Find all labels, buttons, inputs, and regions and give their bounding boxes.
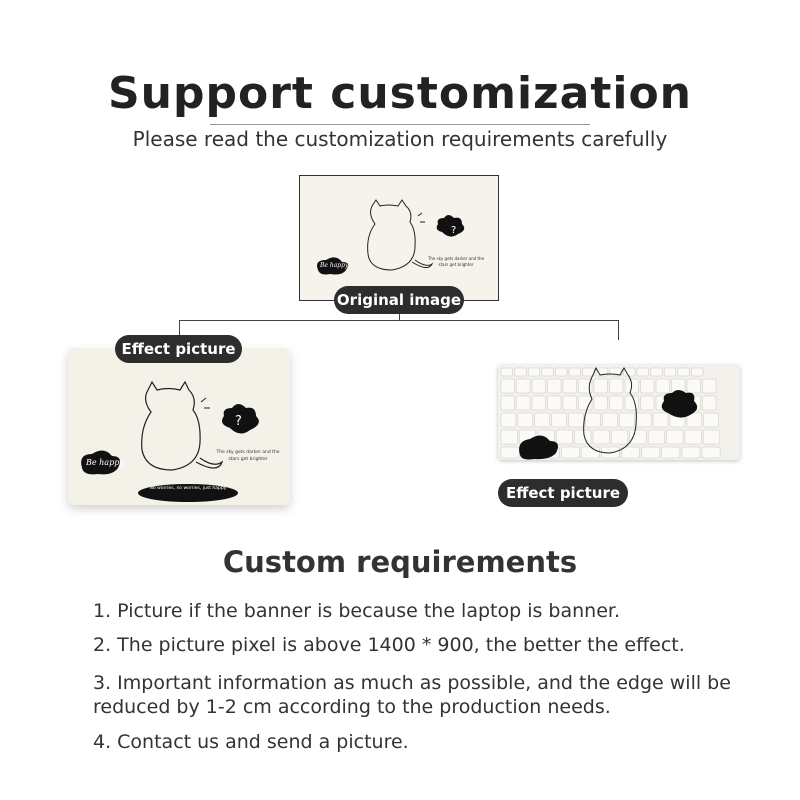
requirement-item-2: 2. The picture pixel is above 1400 * 900… bbox=[93, 634, 685, 656]
original-image-label: Original image bbox=[334, 286, 464, 314]
requirements-heading: Custom requirements bbox=[222, 545, 578, 579]
cloud-question: ? bbox=[235, 414, 242, 429]
be-happy-bubble: Be happy bbox=[86, 458, 124, 467]
title-divider bbox=[210, 124, 590, 125]
original-image: ? Be happy The sky gets darker and the s… bbox=[299, 175, 499, 301]
keyboard-keys bbox=[500, 366, 721, 460]
keyboard-effect-label: Effect picture bbox=[498, 479, 628, 507]
original-caption: The sky gets darker and the stars get br… bbox=[427, 256, 485, 267]
keyboard-effect-picture bbox=[498, 365, 740, 460]
page-title: Support customization bbox=[107, 68, 693, 119]
laptop-effect-picture: ? Be happy The sky gets darker and the s… bbox=[68, 348, 290, 505]
cat-illustration bbox=[81, 380, 259, 502]
connector-left bbox=[179, 320, 180, 338]
connector-right bbox=[618, 320, 619, 340]
cloud-question: ? bbox=[451, 225, 457, 236]
connector-center bbox=[399, 314, 400, 321]
requirement-item-1: 1. Picture if the banner is because the … bbox=[93, 600, 621, 622]
laptop-effect-label: Effect picture bbox=[115, 335, 242, 363]
requirement-item-3: 3. Important information as much as poss… bbox=[93, 672, 731, 718]
cat-illustration bbox=[317, 199, 465, 275]
banner-text: No worries, no worries, just happy bbox=[149, 486, 227, 491]
requirement-item-4: 4. Contact us and send a picture. bbox=[93, 731, 409, 753]
page-subtitle: Please read the customization requiremen… bbox=[132, 127, 668, 151]
laptop-caption: The sky gets darker and the stars get br… bbox=[216, 450, 280, 462]
be-happy-bubble: Be happy bbox=[320, 262, 349, 269]
